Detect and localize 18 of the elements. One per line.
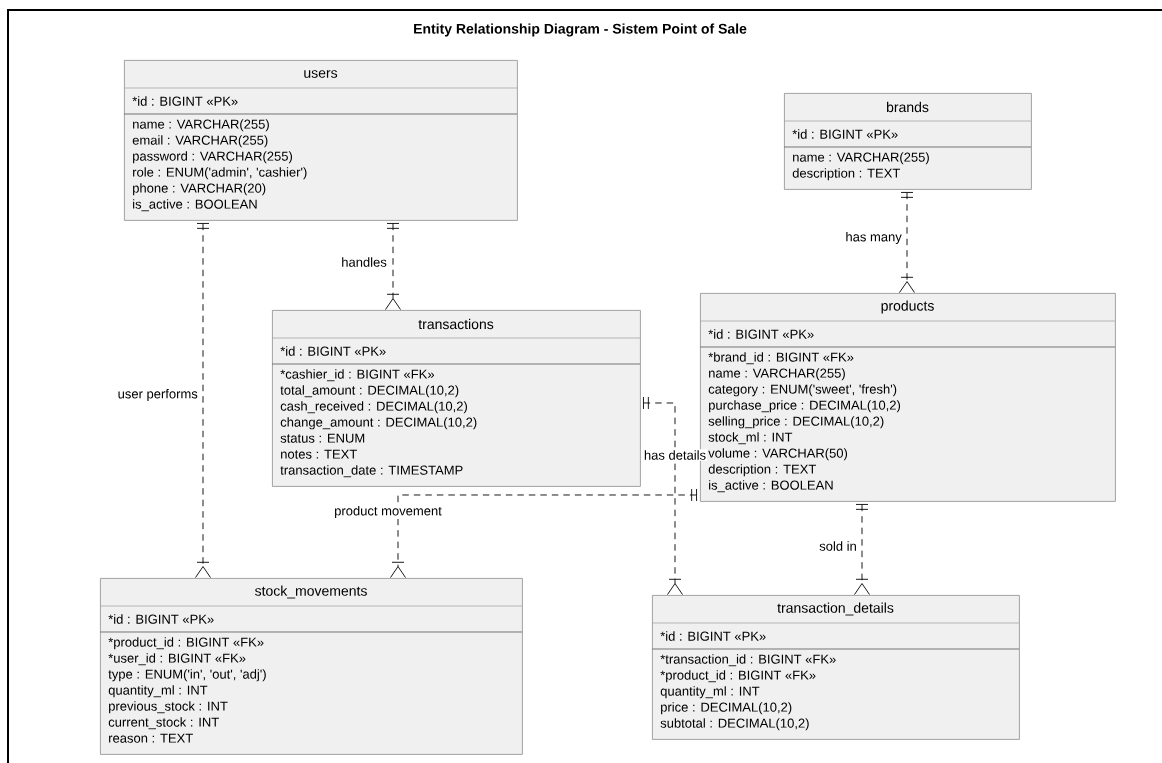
relationship-line — [385, 223, 401, 310]
entity-box: brands *id : BIGINT «PK» name : VARCHAR(255) description : TEXT — [783, 93, 1032, 190]
relationship-line — [854, 504, 870, 595]
relationship-line — [195, 223, 211, 578]
entity-box: stock_movements *id : BIGINT «PK» *product_id : BIGINT «FK» *user_id : BIGINT «FK» type : ENUM('in', 'out', 'adj') quantity_ml : INT previous_stock : INT current_stock : INT reason : TEXT — [99, 578, 523, 755]
edge-label: has many — [844, 230, 903, 246]
entity-box: transaction_details *id : BIGINT «PK» *transaction_id : BIGINT «FK» *product_id : BIGINT «FK» quantity_ml : INT price : DECIMAL(10,2) subtotal : DECIMAL(10,2) — [651, 595, 1020, 740]
edge-label: has details — [642, 449, 708, 461]
entity-box: transactions *id : BIGINT «PK» *cashier_id : BIGINT «FK» total_amount : DECIMAL(10,2) cash_received : DECIMAL(10,2) change_amount : DECIMAL(10,2) status : ENUM notes : TEXT transaction_date : TIMESTAMP — [271, 310, 641, 487]
relationship-line — [643, 396, 683, 595]
relationship-line — [899, 192, 915, 293]
edge-label: product movement — [333, 504, 443, 520]
relationship-line — [390, 488, 697, 578]
edge-label: handles — [340, 256, 388, 268]
title: Entity Relationship Diagram - Sistem Point of Sale — [414, 23, 747, 37]
edge-label: user performs — [116, 387, 199, 403]
edge-label: sold in — [818, 540, 858, 552]
entity-box: users *id : BIGINT «PK» name : VARCHAR(255) email : VARCHAR(255) password : VARCHAR(255) role : ENUM('admin', 'cashier') phone : VARCHAR(20) is_active : BOOLEAN — [123, 60, 518, 221]
